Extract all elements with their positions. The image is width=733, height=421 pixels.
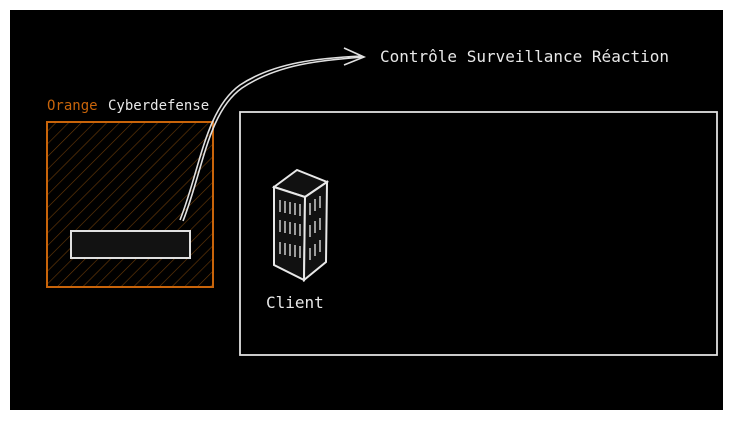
flow-arrow	[179, 47, 367, 222]
building-icon	[271, 168, 330, 283]
client-zone	[239, 111, 718, 356]
flow-label: Contrôle Surveillance Réaction	[380, 47, 669, 66]
brand-label: Orange	[47, 98, 98, 114]
client-label: Client	[266, 293, 324, 312]
source-node	[70, 230, 191, 259]
org-name-label: Cyberdefense	[108, 98, 209, 114]
